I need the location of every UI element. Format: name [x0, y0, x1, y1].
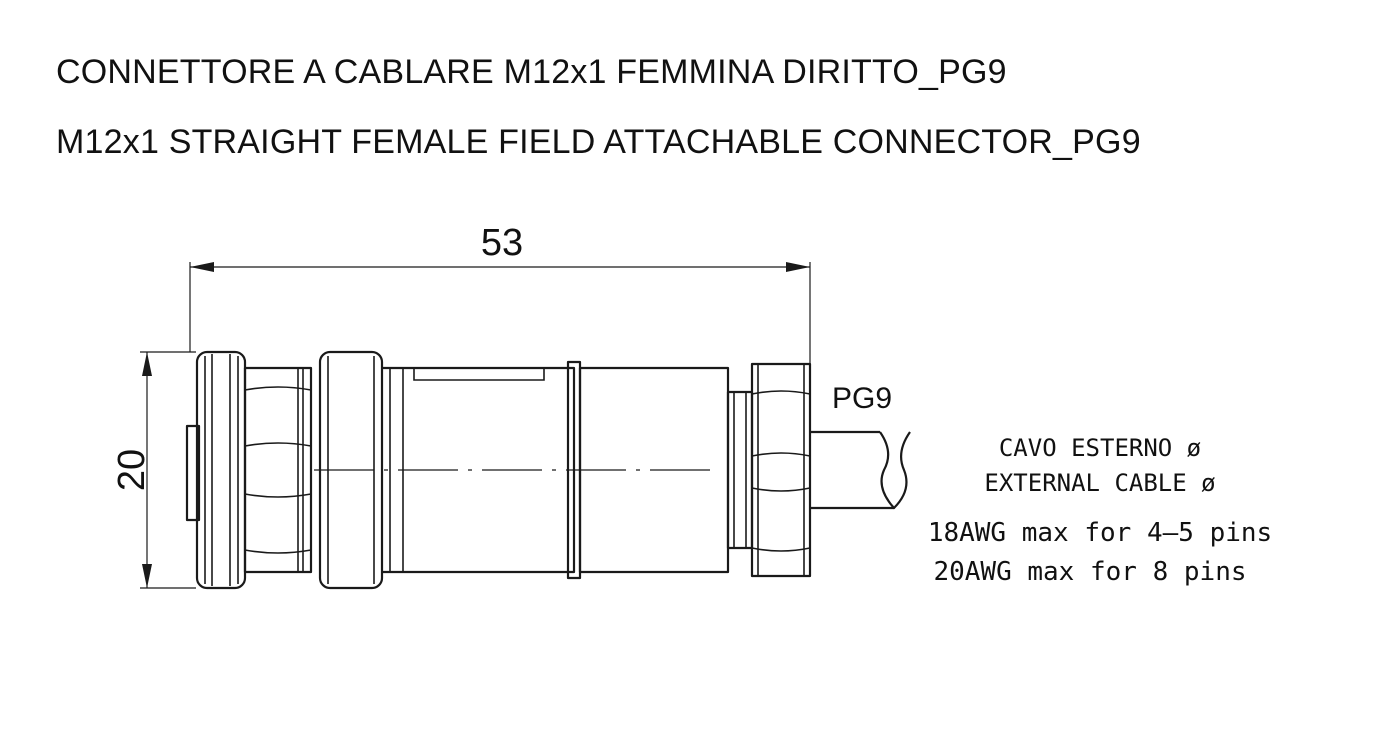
diameter-value: 20: [111, 449, 153, 491]
gland-label: PG9: [832, 382, 892, 415]
front-face: [185, 424, 201, 522]
coupling-ring: [195, 350, 247, 590]
arrow-left-icon: [190, 262, 214, 272]
hex-nut: [243, 366, 313, 574]
diameter-dimension: 20: [111, 351, 196, 589]
arrow-right-icon: [786, 262, 810, 272]
cable-notes: CAVO ESTERNO ø EXTERNAL CABLE ø 18AWG ma…: [928, 434, 1272, 587]
awg-note-2: 20AWG max for 8 pins: [933, 557, 1246, 587]
cable-stub: [810, 430, 911, 510]
title-italian: CONNETTORE A CABLARE M12x1 FEMMINA DIRIT…: [56, 53, 1007, 91]
awg-note-1: 18AWG max for 4–5 pins: [928, 518, 1272, 548]
arrow-up-icon: [142, 352, 152, 376]
connector-body: [185, 350, 911, 590]
cable-label-italian: CAVO ESTERNO ø: [999, 434, 1201, 462]
arrow-down-icon: [142, 564, 152, 588]
title-english: M12x1 STRAIGHT FEMALE FIELD ATTACHABLE C…: [56, 123, 1141, 161]
gland-nut: [750, 362, 812, 578]
length-value: 53: [481, 222, 523, 264]
cable-label-english: EXTERNAL CABLE ø: [984, 469, 1215, 497]
neck: [726, 390, 754, 550]
length-dimension: 53: [189, 222, 811, 365]
